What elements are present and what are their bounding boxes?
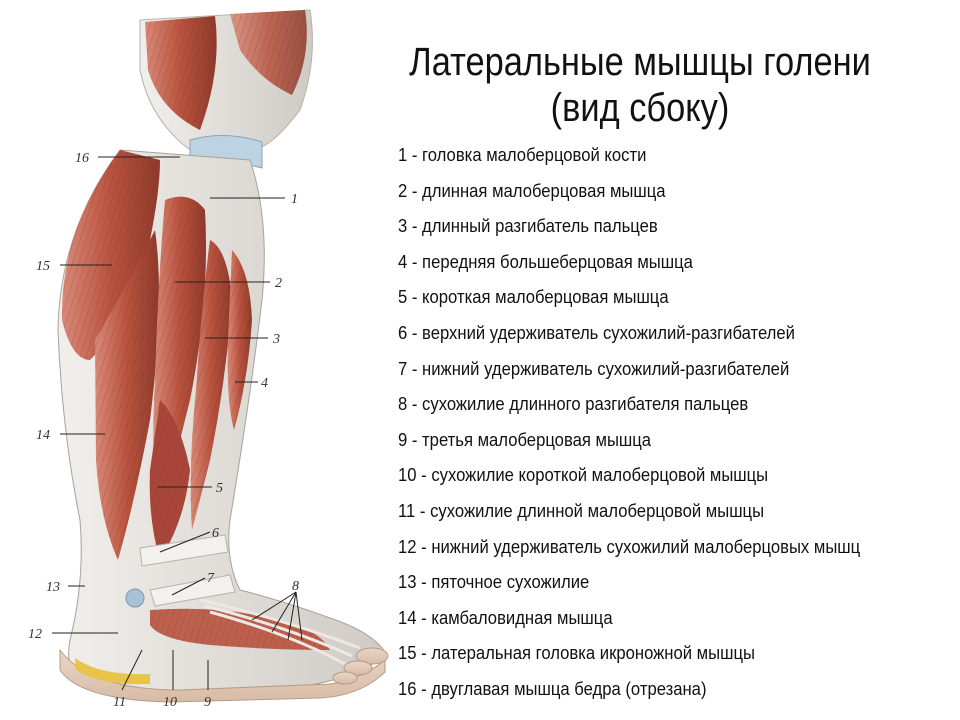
extensor-tendons [199,598,361,666]
foot-muscles [150,608,330,650]
superior-extensor-retinaculum [139,534,229,567]
legend-item: 1 - головка малоберцовой кости [398,144,647,165]
page-title: Латеральные мышцы голени (вид сбоку) [382,39,898,131]
legend-item: 9 - третья малоберцовая мышца [398,428,652,450]
callout-9: 9 [204,695,211,710]
callout-10: 10 [163,695,177,710]
callout-2: 2 [275,276,282,291]
legend-item: 5 - короткая малоберцовая мышца [398,286,669,308]
legend-item: 4 - передняя большеберцовая мышца [398,250,693,272]
legend-item: 10 - сухожилие короткой малоберцовой мыш… [398,464,769,486]
callout-6: 6 [212,526,219,541]
callout-labels: 1 2 3 4 5 6 7 8 9 10 11 12 13 14 15 16 [28,151,299,710]
callout-14: 14 [36,428,50,443]
title-line-1: Латеральные мышцы голени [409,39,871,84]
legend-item: 2 - длинная малоберцовая мышца [398,179,666,201]
plantar-fat [75,658,150,685]
legend-item: 16 - двуглавая мышца бедра (отрезана) [398,677,707,699]
extensor-digitorum-longus-muscle [190,240,232,530]
legend-item: 8 - сухожилие длинного разгибателя пальц… [398,393,749,415]
peroneus-brevis-muscle [149,400,190,560]
toes [332,647,389,685]
gastrocnemius-lateral-head [61,150,160,360]
leg-anatomy-illustration: 1 2 3 4 5 6 7 8 9 10 11 12 13 14 15 16 [0,0,400,720]
legend-item: 14 - камбаловидная мышца [398,606,613,628]
callout-7: 7 [207,571,215,586]
callout-4: 4 [261,376,268,391]
callout-5: 5 [216,481,223,496]
legend-item: 11 - сухожилие длинной малоберцовой мышц… [398,499,765,521]
inferior-extensor-retinaculum [149,574,236,607]
callout-1: 1 [291,192,298,207]
legend-list: 1 - головка малоберцовой кости 2 - длинн… [398,137,958,707]
legend-item: 6 - верхний удерживатель сухожилий-разги… [398,321,795,343]
lateral-malleolus [125,588,145,608]
callout-13: 13 [46,580,60,595]
legend-item: 15 - латеральная головка икроножной мышц… [398,642,755,664]
leg-svg: 1 2 3 4 5 6 7 8 9 10 11 12 13 14 15 16 [28,9,389,710]
callout-16: 16 [75,151,89,166]
callout-15: 15 [36,259,50,274]
title-line-2: (вид сбоку) [550,85,730,130]
legend-item: 7 - нижний удерживатель сухожилий-разгиб… [398,357,790,379]
callout-11: 11 [113,695,126,710]
tibialis-anterior-muscle [227,250,252,430]
callout-12: 12 [28,627,42,642]
callout-8: 8 [292,579,299,594]
legend-item: 13 - пяточное сухожилие [398,571,590,593]
soleus-muscle [95,230,159,560]
legend-item: 3 - длинный разгибатель пальцев [398,215,658,237]
thigh-region [139,9,313,169]
callout-3: 3 [272,332,280,347]
legend-item: 12 - нижний удерживатель сухожилий малоб… [398,535,861,557]
callout-lines [52,156,303,691]
